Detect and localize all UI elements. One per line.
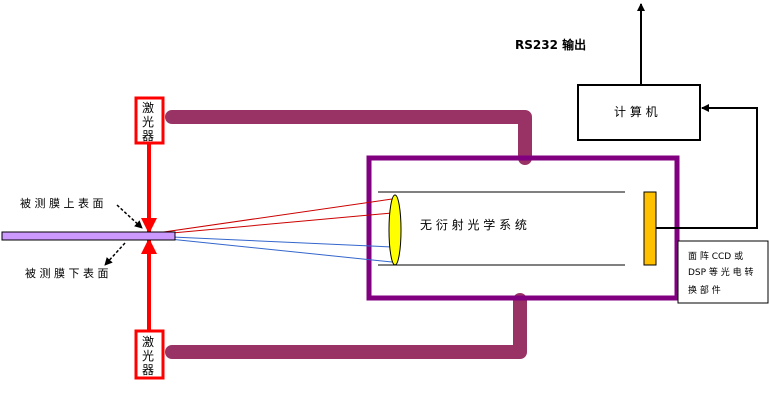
detector-label-line-2: DSP 等 光 电 转 bbox=[688, 266, 754, 278]
top-laser-char-1: 激 bbox=[142, 101, 154, 115]
detector-label-box bbox=[677, 240, 769, 304]
lower-surface-pointer bbox=[104, 242, 126, 266]
detector-label-line-1: 面 阵 CCD 或 bbox=[688, 250, 743, 262]
top-laser-char-2: 光 bbox=[142, 115, 154, 129]
bottom-laser-char-2: 光 bbox=[142, 349, 154, 363]
rs232-output-label: RS232 输出 bbox=[515, 37, 586, 52]
optical-system-label: 无 衍 射 光 学 系 统 bbox=[420, 217, 527, 232]
light-rays bbox=[149, 198, 393, 263]
bottom-laser-char-3: 器 bbox=[142, 363, 154, 377]
lower-surface-label: 被 测 膜 下 表 面 bbox=[25, 266, 108, 280]
lower-cable bbox=[165, 293, 527, 359]
upper-surface-label: 被 测 膜 上 表 面 bbox=[20, 196, 103, 210]
computer-label: 计 算 机 bbox=[614, 104, 658, 119]
top-laser-char-3: 器 bbox=[142, 129, 154, 143]
detector-to-computer-arrow bbox=[656, 104, 758, 229]
top-laser-box bbox=[134, 96, 165, 145]
computer-box bbox=[577, 84, 701, 141]
bottom-laser-box bbox=[134, 329, 165, 380]
detector-label-line-3: 换 部 件 bbox=[688, 284, 721, 296]
film-sample bbox=[1, 231, 176, 241]
lens bbox=[388, 194, 402, 266]
upper-cable bbox=[165, 110, 532, 165]
bottom-laser-char-1: 激 bbox=[142, 335, 154, 349]
upper-surface-pointer bbox=[116, 204, 143, 229]
detector bbox=[643, 191, 657, 266]
